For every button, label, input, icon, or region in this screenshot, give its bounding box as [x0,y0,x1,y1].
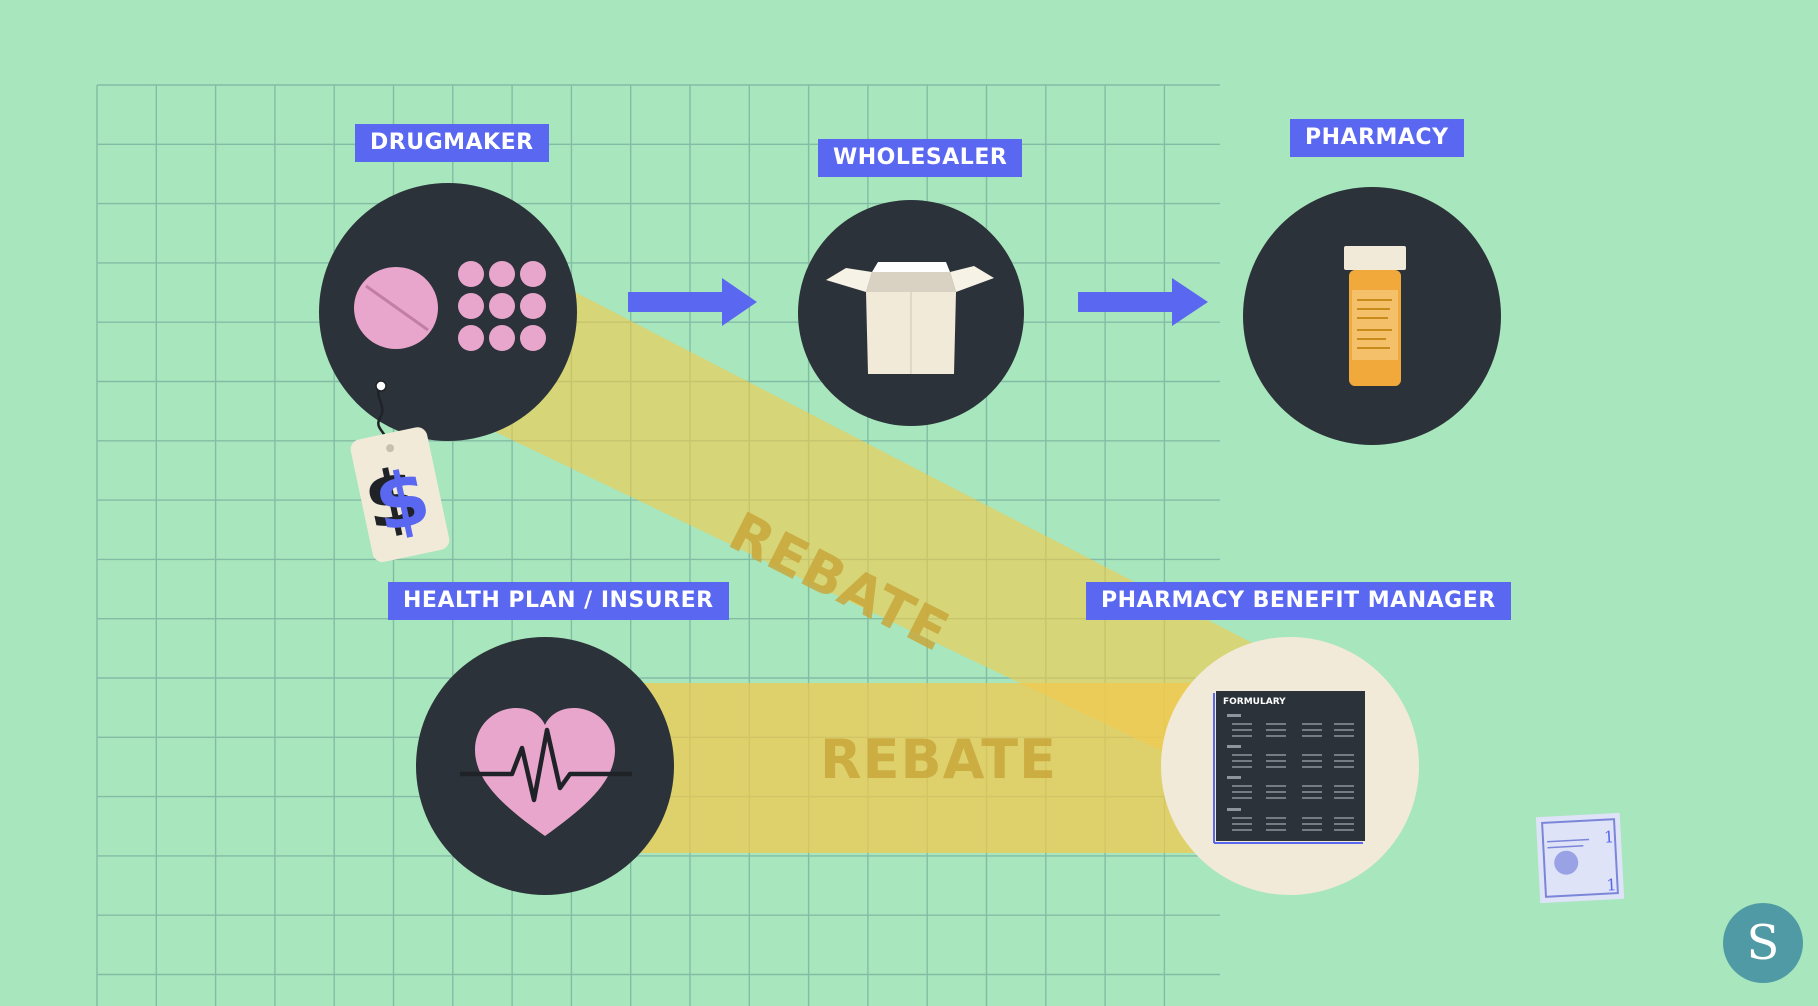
svg-text:1: 1 [1606,875,1617,895]
pbm-label: PHARMACY BENEFIT MANAGER [1086,582,1511,620]
drugmaker-node [319,183,577,441]
heart-icon [475,708,615,836]
heartbeat-line-icon [460,727,632,803]
health-plan-label: HEALTH PLAN / INSURER [388,582,729,620]
formulary-document-icon [1213,691,1365,844]
pharmacy-label: PHARMACY [1290,119,1464,157]
rebate-band-horizontal [635,683,1225,853]
rebate-label-horizontal: REBATE [820,728,1057,791]
pill-blister-icon [458,261,546,351]
dollar-bill-icon: 1 1 [1535,812,1625,904]
arrow-drugmaker-to-wholesaler [628,278,757,326]
pill-icon [354,267,438,349]
rebate-band-diagonal [487,292,1262,772]
pill-bottle-icon [1344,246,1406,386]
svg-text:1: 1 [1603,827,1614,847]
wholesaler-node [798,200,1024,426]
pharmacy-node [1243,187,1501,445]
arrow-wholesaler-to-pharmacy [1078,278,1208,326]
wholesaler-label: WHOLESALER [818,139,1023,177]
drugmaker-label: DRUGMAKER [355,124,549,162]
brand-logo-badge: S [1723,903,1803,983]
price-tag-icon: $ $ [350,380,450,562]
pbm-node: FORMULARY [1161,637,1419,895]
open-box-icon [826,262,994,374]
health-plan-node [416,637,674,895]
formulary-title: FORMULARY [1223,697,1286,707]
